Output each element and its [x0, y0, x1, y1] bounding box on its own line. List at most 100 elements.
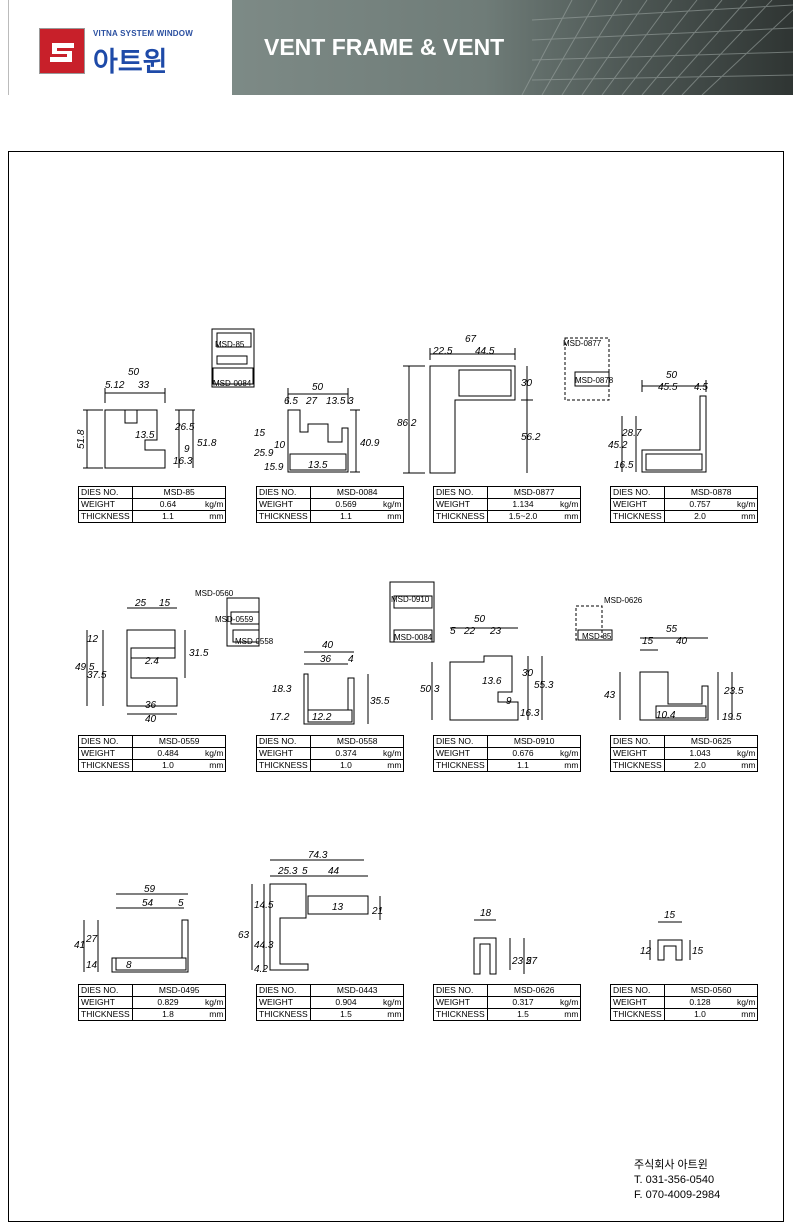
dim-label: 28.7 — [621, 428, 642, 439]
dim-label: 50 — [312, 382, 324, 393]
dim-label: 49.5 — [75, 662, 95, 673]
dim-label: 36 — [145, 700, 157, 711]
dies-value: MSD-0625 — [663, 735, 759, 748]
weight-value: 1.134 — [487, 498, 558, 511]
thickness-value: 2.0 — [664, 759, 735, 772]
thickness-unit: mm — [558, 510, 582, 523]
dim-label: 27 — [305, 396, 318, 407]
dim-label: 19.5 — [722, 712, 742, 723]
weight-label: WEIGHT — [78, 996, 133, 1009]
company-tel: T. 031-356-0540 — [634, 1174, 715, 1186]
dim-label: 5 — [302, 866, 308, 877]
dim-label: 45.5 — [658, 382, 678, 393]
thickness-label: THICKNESS — [433, 1008, 488, 1021]
profile-tag: MSD-0560 — [195, 589, 234, 598]
company-fax: F. 070-4009-2984 — [634, 1189, 721, 1201]
dim-label: 51.8 — [197, 438, 217, 449]
dim-label: 27 — [85, 934, 98, 945]
dim-label: 55 — [666, 624, 678, 635]
thickness-label: THICKNESS — [78, 510, 133, 523]
dim-label: 10.4 — [656, 710, 676, 721]
dim-label: 13.5 — [135, 430, 155, 441]
thickness-value: 1.5 — [310, 1008, 381, 1021]
dim-label: 40 — [322, 640, 334, 651]
profile-drawing-msd-0625: 55 15 40 43 23.5 10.4 19.5 MSD-0626 MSD-… — [575, 596, 744, 723]
dim-label: 2.4 — [144, 656, 159, 667]
profile-drawing-msd-0084: 50 6.5 27 13.5 3 15 25.9 10 15.9 13.5 40… — [253, 382, 380, 473]
dim-label: 22 — [463, 626, 476, 637]
dim-label: 15 — [254, 428, 266, 439]
profile-tag: MSD-0558 — [235, 637, 274, 646]
dim-label: 56.2 — [521, 432, 541, 443]
brand-logo[interactable]: VITNA SYSTEM WINDOW 아트윈 — [8, 0, 233, 95]
profile-drawing-msd-85: 50 5.12 33 51.8 13.5 26.5 16.3 9 51.8 MS… — [76, 328, 255, 469]
thickness-unit: mm — [203, 1008, 227, 1021]
dim-label: 13.6 — [482, 676, 502, 687]
thickness-unit: mm — [558, 759, 582, 772]
thickness-value: 1.5 — [487, 1008, 558, 1021]
weight-unit: kg/m — [381, 747, 405, 760]
dim-label: 40.9 — [360, 438, 380, 449]
dim-label: 59 — [144, 884, 156, 895]
dim-label: 54 — [142, 898, 154, 909]
dim-label: 4.5 — [694, 382, 708, 393]
thickness-label: THICKNESS — [78, 1008, 133, 1021]
dies-label: DIES NO. — [610, 984, 665, 997]
weight-unit: kg/m — [735, 747, 759, 760]
weight-value: 0.317 — [487, 996, 558, 1009]
weight-label: WEIGHT — [610, 996, 665, 1009]
weight-unit: kg/m — [381, 996, 405, 1009]
profile-tag: MSD-0559 — [215, 615, 254, 624]
profile-drawing-msd-0558: 40 36 4 18.3 17.2 12.2 35.5 — [270, 640, 390, 725]
company-info: 주식회사 아트윈 T. 031-356-0540 F. 070-4009-298… — [634, 1158, 720, 1203]
dim-label: 15.9 — [264, 462, 284, 473]
dim-label: 4.2 — [254, 964, 268, 975]
weight-value: 0.484 — [132, 747, 203, 760]
weight-unit: kg/m — [203, 498, 227, 511]
dim-label: 9 — [506, 696, 512, 707]
weight-value: 0.569 — [310, 498, 381, 511]
dim-label: 18 — [480, 908, 492, 919]
thickness-value: 1.8 — [132, 1008, 203, 1021]
thickness-label: THICKNESS — [256, 759, 311, 772]
thickness-label: THICKNESS — [610, 1008, 665, 1021]
dim-label: 40 — [676, 636, 688, 647]
dim-label: 50 — [666, 370, 678, 381]
brand-tagline: VITNA SYSTEM WINDOW — [93, 29, 193, 38]
thickness-value: 2.0 — [664, 510, 735, 523]
dies-label: DIES NO. — [256, 984, 311, 997]
header-banner: VENT FRAME & VENT — [232, 0, 793, 95]
thickness-unit: mm — [381, 510, 405, 523]
dim-label: 23.5 — [511, 956, 532, 967]
weight-unit: kg/m — [735, 996, 759, 1009]
weight-value: 1.043 — [664, 747, 735, 760]
profile-drawing-msd-0443: 74.3 25.3 5 44 14.5 13 21 63 44.3 4.2 — [238, 850, 383, 975]
dies-label: DIES NO. — [433, 984, 488, 997]
thickness-value: 1.0 — [664, 1008, 735, 1021]
dim-label: 51.8 — [76, 429, 87, 449]
dim-label: 10 — [274, 440, 286, 451]
dies-value: MSD-0558 — [309, 735, 405, 748]
profile-drawing-msd-0878: 50 45.5 4.5 45.2 28.7 16.5 — [608, 370, 708, 473]
dies-label: DIES NO. — [610, 486, 665, 499]
dim-label: 15 — [159, 598, 171, 609]
dim-label: 30 — [522, 668, 534, 679]
dies-label: DIES NO. — [78, 984, 133, 997]
dim-label: 26.5 — [174, 422, 195, 433]
dim-label: 43 — [604, 690, 616, 701]
weight-label: WEIGHT — [78, 747, 133, 760]
dim-label: 55.3 — [534, 680, 554, 691]
profile-tag: MSD-85 — [582, 632, 612, 641]
profile-tag: MSD-0084 — [394, 633, 433, 642]
dim-label: 21 — [371, 906, 383, 917]
dies-value: MSD-0559 — [131, 735, 227, 748]
dim-label: 5 — [450, 626, 456, 637]
thickness-value: 1.1 — [310, 510, 381, 523]
dim-label: 37.5 — [87, 670, 107, 681]
weight-label: WEIGHT — [256, 498, 311, 511]
dim-label: 50 — [128, 367, 140, 378]
